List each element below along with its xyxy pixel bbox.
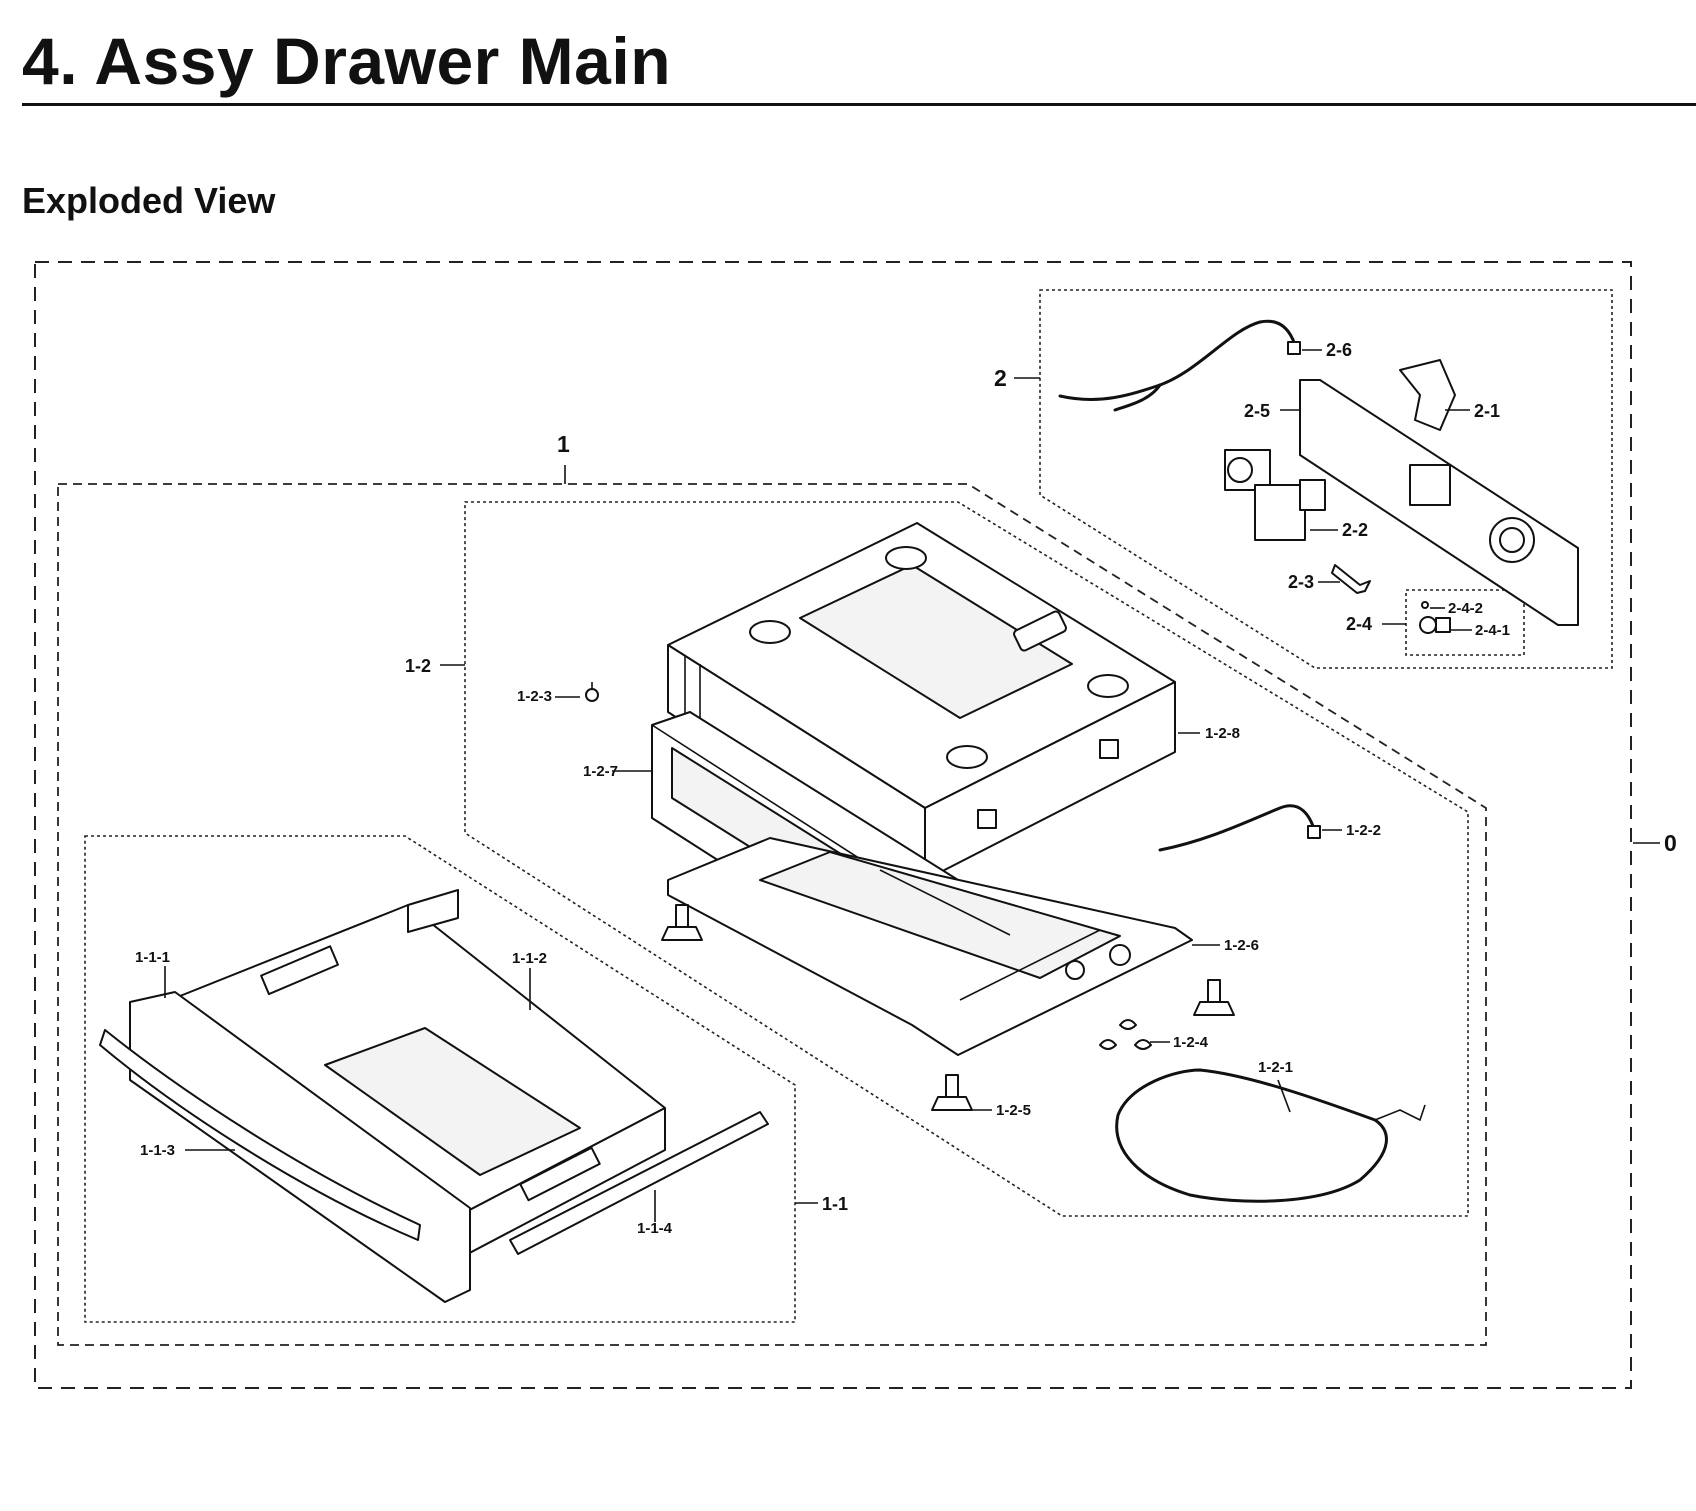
callout-1-2-4: 1-2-4 xyxy=(1173,1034,1209,1051)
callout-2-3: 2-3 xyxy=(1288,572,1314,592)
drawer-handle-1-1-3 xyxy=(99,1029,421,1241)
callout-1-2: 1-2 xyxy=(405,656,431,676)
callout-1-1-3: 1-1-3 xyxy=(140,1142,175,1159)
wire-harness-1-2-2 xyxy=(1158,804,1317,852)
bracket-2-1 xyxy=(1399,359,1456,431)
callout-1-2-2: 1-2-2 xyxy=(1346,822,1381,839)
wire-connector-2-6 xyxy=(1287,341,1301,355)
connector-2-3 xyxy=(1331,564,1371,594)
callout-2-2: 2-2 xyxy=(1342,520,1368,540)
callout-1-2-3: 1-2-3 xyxy=(517,688,552,705)
callout-0: 0 xyxy=(1664,830,1677,856)
callout-1-1: 1-1 xyxy=(822,1194,848,1214)
assembly-0-boundary xyxy=(34,261,1632,1389)
assembly-2-boundary xyxy=(1039,289,1613,669)
callout-2-4: 2-4 xyxy=(1346,614,1372,634)
pin-2-4-2 xyxy=(1421,601,1429,609)
callout-2-5: 2-5 xyxy=(1244,401,1270,421)
heater-terminal-1-2-1 xyxy=(1374,1104,1426,1122)
page-title: 4. Assy Drawer Main xyxy=(22,24,672,98)
callout-1-2-6: 1-2-6 xyxy=(1224,937,1259,954)
wire-connector-1-2-2 xyxy=(1307,825,1321,839)
callout-2: 2 xyxy=(994,365,1007,391)
heater-element-1-2-1 xyxy=(1115,1068,1388,1203)
callout-2-1: 2-1 xyxy=(1474,401,1500,421)
callout-1-1-4: 1-1-4 xyxy=(637,1220,673,1237)
callout-2-4-1: 2-4-1 xyxy=(1475,622,1510,639)
callout-2-6: 2-6 xyxy=(1326,340,1352,360)
assembly-2-4-boundary xyxy=(1405,589,1525,656)
valve-2-2 xyxy=(1224,449,1326,541)
callout-1-2-1: 1-2-1 xyxy=(1258,1059,1293,1076)
nut-1-2-3 xyxy=(585,682,599,702)
callout-1-1-1: 1-1-1 xyxy=(135,949,170,966)
title-underline xyxy=(22,103,1696,106)
callout-1-2-5: 1-2-5 xyxy=(996,1102,1031,1119)
callout-1: 1 xyxy=(557,431,570,457)
callout-1-2-8: 1-2-8 xyxy=(1205,725,1240,742)
assembly-1-2-boundary xyxy=(464,501,1469,1217)
wire-harness-2-6 xyxy=(1058,319,1297,402)
callout-2-4-2: 2-4-2 xyxy=(1448,600,1483,617)
section-subtitle: Exploded View xyxy=(22,180,276,221)
callout-1-1-2: 1-1-2 xyxy=(512,950,547,967)
drawer-base-pan-1-2-6 xyxy=(667,837,1193,1056)
leader-lines xyxy=(164,349,1660,1222)
leveling-foot-1-2-5 xyxy=(661,904,1235,1111)
drawer-body-1-1-2 xyxy=(169,889,666,1259)
wire-branch-2-6 xyxy=(1113,383,1162,412)
assembly-1-boundary xyxy=(57,483,1487,1346)
bracket-panel-2-5 xyxy=(1299,379,1579,626)
drawer-slide-rail-1-1-4 xyxy=(509,1111,769,1255)
callout-1-2-7: 1-2-7 xyxy=(583,763,618,780)
clips-1-2-4 xyxy=(1099,1019,1152,1050)
sensor-2-4-1 xyxy=(1419,616,1451,634)
